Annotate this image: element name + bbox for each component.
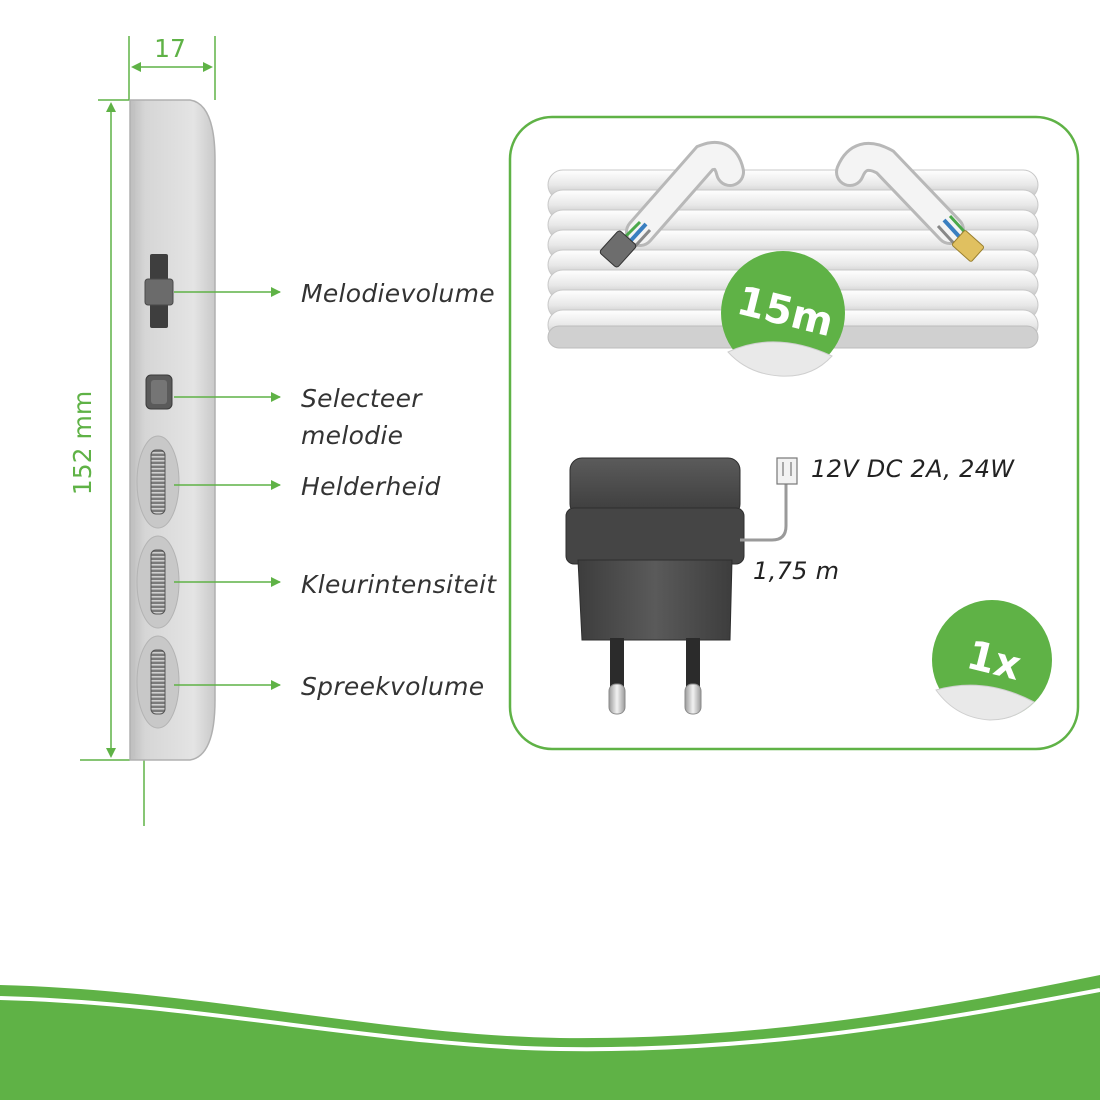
accessories-panel: 15m 12V DC 2A, 24W 1,75 m 1 xyxy=(508,115,1080,751)
cable-length-sticker: 15m xyxy=(721,251,845,377)
label-brightness: Helderheid xyxy=(301,472,441,501)
adapter-cable-length: 1,75 m xyxy=(753,557,839,585)
label-select-melody-line1: Selecteer xyxy=(301,384,423,413)
device-side-view xyxy=(129,99,216,761)
label-melody-volume: Melodievolume xyxy=(301,279,495,308)
melody-volume-slider xyxy=(144,254,174,328)
adapter-spec: 12V DC 2A, 24W xyxy=(811,455,1015,483)
control-callouts: Melodievolume Selecteer melodie Helderhe… xyxy=(174,279,497,701)
footer-wave xyxy=(0,975,1100,1100)
speech-volume-thumbwheel xyxy=(136,635,180,729)
label-speech-volume: Spreekvolume xyxy=(301,672,484,701)
color-intensity-thumbwheel xyxy=(136,535,180,629)
select-melody-button xyxy=(145,374,173,410)
quantity-sticker: 1x xyxy=(932,600,1052,721)
label-color-intensity: Kleurintensiteit xyxy=(301,570,497,599)
width-dimension: 17 xyxy=(128,34,216,100)
height-label: 152 mm xyxy=(68,391,97,495)
label-select-melody-line2: melodie xyxy=(301,421,403,450)
height-dimension: 152 mm xyxy=(68,99,145,826)
coiled-cable-icon xyxy=(547,140,1039,349)
power-adapter-icon xyxy=(565,457,798,715)
brightness-thumbwheel xyxy=(136,435,180,529)
dc-plug-icon xyxy=(776,457,798,485)
width-label: 17 xyxy=(154,34,186,63)
